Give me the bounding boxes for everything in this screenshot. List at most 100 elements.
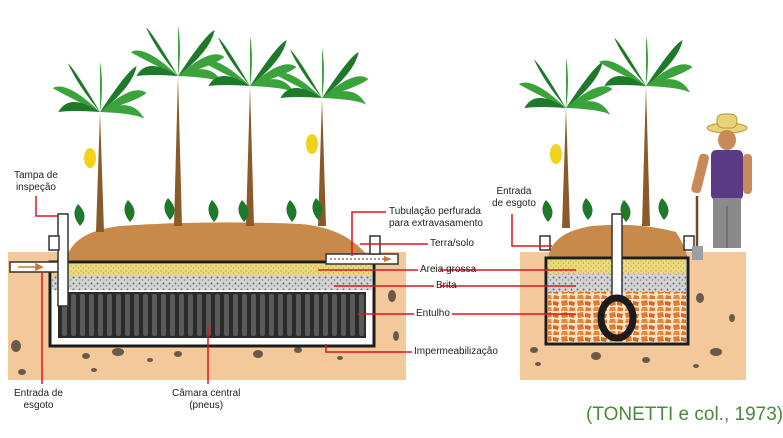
gravel-layer-left	[52, 276, 372, 290]
tire-stripe	[233, 294, 238, 336]
tire-stripes	[62, 294, 364, 336]
banana-trunk	[246, 86, 254, 226]
banana-plant	[598, 35, 693, 226]
banana-leaf	[322, 52, 359, 98]
banana-leaf	[646, 35, 648, 86]
banana-leaf	[614, 37, 646, 86]
tire-stripe	[341, 294, 346, 336]
small-plant	[582, 198, 593, 220]
small-plant	[658, 198, 669, 220]
small-plant	[124, 200, 135, 222]
banana-leaf	[178, 30, 215, 76]
small-plant	[620, 200, 631, 222]
inspection-pipe	[57, 213, 69, 307]
tire-stripe	[170, 294, 175, 336]
banana-plant	[202, 35, 297, 226]
banana-leaf	[250, 64, 297, 86]
tire-stripe	[242, 294, 247, 336]
small-leaf	[238, 200, 249, 222]
label-entrada-esgoto-right: Entrada de esgoto	[492, 186, 536, 210]
label-impermeabilizacao: Impermeabilização	[414, 346, 498, 357]
overflow-arrow	[384, 256, 392, 262]
banana-plants-right	[518, 35, 693, 228]
banana-leaf	[566, 86, 613, 108]
small-plant	[286, 200, 297, 222]
tire-stripe	[278, 294, 283, 336]
banana-leaf	[136, 66, 178, 76]
callout-lines	[35, 196, 576, 384]
banana-leaf	[534, 59, 566, 108]
banana-leaf	[322, 76, 369, 98]
banana-leaf	[178, 69, 223, 83]
banana-leaf	[58, 102, 100, 112]
tire-stripe	[143, 294, 148, 336]
banana-leaf	[566, 62, 603, 108]
farmer-arm-right	[743, 154, 752, 194]
banana-leaf	[280, 88, 322, 98]
farmer-hat-crown	[716, 113, 738, 129]
small-plant	[312, 198, 323, 220]
stones-right	[530, 293, 735, 368]
tire-stripe	[215, 294, 220, 336]
banana-leaf	[646, 79, 691, 93]
tire-stripe	[197, 294, 202, 336]
banana-trunk	[318, 98, 326, 226]
label-brita: Brita	[436, 280, 457, 291]
small-leaf	[164, 198, 175, 220]
soil-mound-left	[66, 222, 372, 262]
banana-leaf	[250, 35, 252, 86]
banana-leaf	[100, 90, 147, 112]
label-tampa-line1: Tampa de	[14, 170, 58, 181]
tire-stripe	[134, 294, 139, 336]
small-plant	[208, 200, 219, 222]
banana-leaf	[250, 79, 295, 93]
callout-tubulacao	[351, 211, 386, 256]
tire-stripe	[305, 294, 310, 336]
tire-stripe	[161, 294, 166, 336]
small-leaf	[582, 198, 593, 220]
tire-stripe	[251, 294, 256, 336]
farmer-arm-left	[691, 153, 710, 194]
small-leaf	[74, 204, 85, 226]
tire-stripe	[350, 294, 355, 336]
banana-plant	[52, 61, 147, 232]
banana-trunk	[174, 76, 182, 226]
banana-leaf	[646, 64, 693, 86]
small-leaf	[658, 198, 669, 220]
label-entrada-left-line1: Entrada de	[14, 388, 63, 399]
cap-right-b	[683, 235, 695, 251]
tire-stripe	[260, 294, 265, 336]
tire-stripe	[359, 294, 364, 336]
tire-stripe	[269, 294, 274, 336]
banana-leaf	[290, 49, 322, 98]
citation: (TONETTI e col., 1973)	[586, 404, 783, 425]
inlet-pipe-right	[611, 213, 623, 299]
tire-stripe	[332, 294, 337, 336]
banana-plant	[130, 25, 225, 226]
farmer-shirt	[711, 150, 743, 200]
callout-impermeabilizacao	[325, 344, 412, 353]
tire-stripe	[116, 294, 121, 336]
inspection-cap	[48, 235, 60, 251]
banana-leaf	[524, 98, 566, 108]
banana-plant	[274, 47, 369, 226]
small-leaf	[124, 200, 135, 222]
label-camara-line1: Câmara central	[172, 388, 241, 399]
tire-stripe	[314, 294, 319, 336]
label-tampa-line2: inspeção	[15, 182, 56, 193]
small-plant	[164, 198, 175, 220]
label-terra-solo: Terra/solo	[430, 238, 474, 249]
banana-leaf	[322, 91, 367, 105]
right-system	[520, 213, 746, 380]
label-tubulacao-line2: para extravasamento	[389, 218, 483, 229]
tire-stripe	[179, 294, 184, 336]
small-leaf	[620, 200, 631, 222]
label-tubulacao-line1: Tubulação perfurada	[389, 206, 481, 217]
tire-stripe	[152, 294, 157, 336]
label-areia-grossa: Areia grossa	[420, 264, 477, 275]
banana-leaf	[178, 25, 180, 77]
banana-trunk	[96, 112, 104, 232]
banana-bunch	[306, 134, 318, 154]
label-entrada-right-line2: de esgoto	[492, 198, 536, 209]
